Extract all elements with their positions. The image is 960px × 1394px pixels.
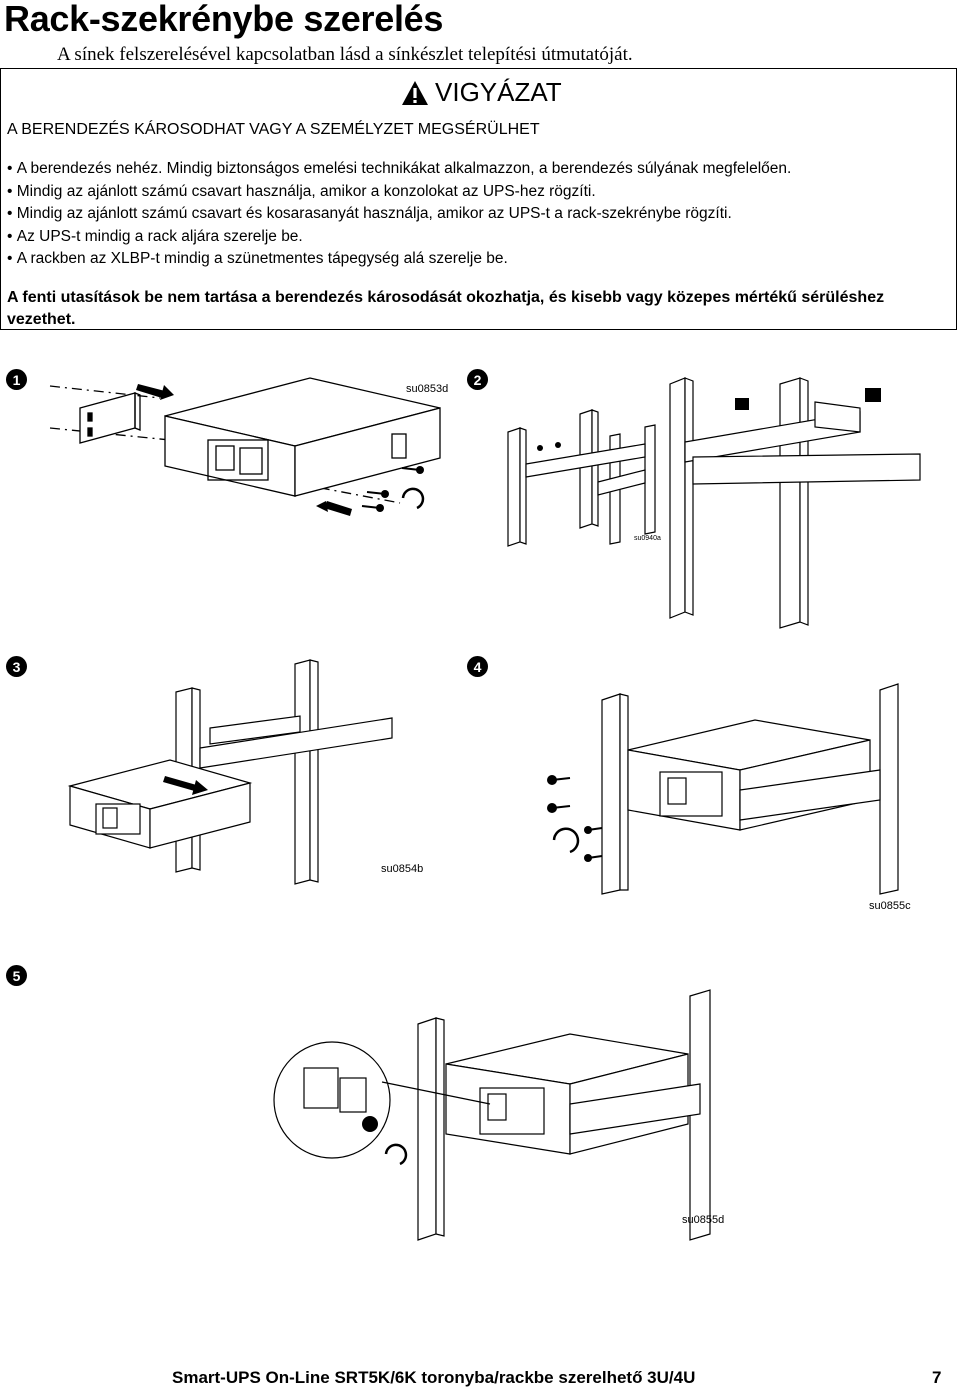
step-2-illustration — [507, 377, 921, 629]
warning-heading: VIGYÁZAT — [401, 77, 562, 108]
step-number-4: 4 — [467, 656, 488, 677]
figure-code-step-4: su0855c — [869, 900, 911, 912]
step-number-5: 5 — [6, 965, 27, 986]
warning-heading-text: VIGYÁZAT — [435, 77, 562, 107]
step-3-illustration — [67, 659, 393, 885]
step-4-illustration — [547, 683, 899, 895]
warning-bullet: A berendezés nehéz. Mindig biztonságos e… — [7, 158, 792, 181]
page-subtitle: A sínek felszerelésével kapcsolatban lás… — [57, 44, 633, 65]
step-1-illustration — [49, 377, 441, 516]
warning-subheading: A BERENDEZÉS KÁROSODHAT VAGY A SZEMÉLYZE… — [7, 121, 540, 138]
warning-bullet: Az UPS-t mindig a rack aljára szerelje b… — [7, 226, 791, 249]
warning-bullet: A rackben az XLBP-t mindig a szünetmente… — [7, 248, 791, 271]
figure-code-step-2: su0940a — [634, 535, 661, 542]
warning-bullet-list: A berendezés nehéz. Mindig biztonságos e… — [7, 158, 792, 271]
step-number-1: 1 — [6, 369, 27, 390]
warning-bullet: Mindig az ajánlott számú csavart és kosa… — [7, 203, 791, 226]
footer-page-number: 7 — [932, 1368, 942, 1387]
footer-product-title: Smart-UPS On-Line SRT5K/6K toronyba/rack… — [172, 1368, 696, 1387]
warning-box: VIGYÁZAT A BERENDEZÉS KÁROSODHAT VAGY A … — [0, 68, 957, 330]
figure-code-step-5: su0855d — [682, 1214, 725, 1226]
figure-code-step-1: su0853d — [406, 383, 449, 395]
page-title: Rack-szekrénybe szerelés — [4, 0, 444, 39]
figure-code-step-3: su0854b — [381, 863, 424, 875]
step-number-3: 3 — [6, 656, 27, 677]
warning-footer: A fenti utasítások be nem tartása a bere… — [7, 289, 885, 328]
step-5-illustration — [273, 989, 711, 1241]
step-number-2: 2 — [467, 369, 488, 390]
warning-bullet: Mindig az ajánlott számú csavart használ… — [7, 181, 791, 204]
warning-triangle-icon — [402, 80, 428, 105]
